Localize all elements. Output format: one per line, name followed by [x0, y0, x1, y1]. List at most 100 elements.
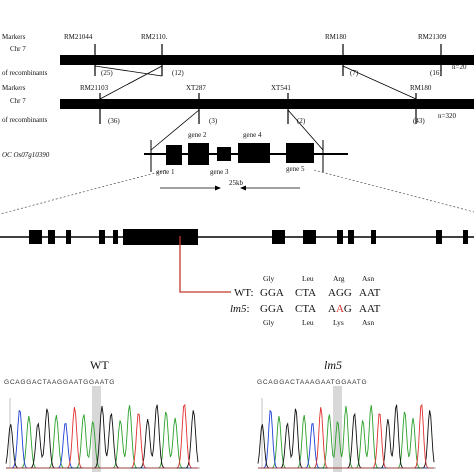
chromatogram-wt: WT GCAGGACTAAGGAATGGAATG	[4, 358, 200, 472]
map2-marker-3: RM180	[410, 84, 432, 92]
map-1: Markers Chr 7 of recombinants RM21044 RM…	[2, 33, 474, 77]
exon-6	[123, 229, 198, 245]
gene-region: OC Os07g10390 gene 1 gene 2 gene 3 gene …	[2, 131, 348, 191]
exon-13	[463, 230, 468, 244]
mut-trace-g	[257, 404, 435, 469]
wt-codon-1: CTA	[295, 287, 316, 299]
map1-marker-2: RM180	[325, 33, 347, 41]
mutated-base: A	[336, 303, 344, 315]
connector-a	[94, 65, 163, 77]
mut-highlight-band	[333, 386, 342, 472]
wt-trace-g	[5, 404, 199, 469]
map1-recomb-2: (7)	[350, 69, 359, 77]
map2-recomb-3: (43)	[413, 117, 425, 125]
wt-highlight-band	[92, 386, 101, 472]
zoom-line-left	[0, 169, 167, 215]
wt-trace-t	[6, 403, 198, 469]
mut-codon-1: CTA	[295, 303, 316, 315]
gene-1-box	[166, 145, 182, 165]
wt-aa-0: Gly	[263, 274, 275, 283]
map2-marker-2: XT541	[271, 84, 291, 92]
mutation-pointer-line	[179, 236, 231, 293]
map1-recomb-0: (25)	[101, 69, 113, 77]
gene-4-label: gene 4	[243, 131, 262, 139]
mut-trace-t	[258, 403, 434, 469]
map1-marker-1: RM2110.	[141, 33, 168, 41]
map2-marker-0: RM21103	[80, 84, 109, 92]
span-arrowhead-left	[240, 185, 246, 191]
zoom-line-right	[313, 169, 474, 213]
exon-10	[348, 230, 354, 244]
map1-markers-label: Markers	[2, 33, 26, 41]
map2-recomb-0: (36)	[108, 117, 120, 125]
wt-trace-a	[6, 405, 198, 469]
map2-recomb-1: (3)	[209, 117, 218, 125]
map1-marker-0: RM21044	[64, 33, 93, 41]
map2-chromosome-bar	[60, 99, 474, 109]
locus-label: OC Os07g10390	[2, 151, 50, 159]
connector-c	[342, 65, 417, 100]
gene-2-box	[188, 143, 209, 165]
chromatogram-mut: lm5 GCAGGACTAAAGAATGGAATG	[257, 358, 436, 472]
mut-codon-2-post: G	[344, 303, 352, 315]
mut-seq-label: lm5:	[230, 303, 250, 315]
map2-recomb-2: (2)	[297, 117, 306, 125]
span-arrowhead-right	[215, 185, 221, 191]
gene-1-label: gene 1	[156, 168, 175, 176]
map1-marker-3: RM21309	[418, 33, 447, 41]
sequence-alignment: Gly Leu Arg Asn WT: GGA CTA AGG AAT lm5:…	[230, 274, 381, 327]
gene-5-box	[286, 143, 314, 163]
connector-b	[99, 65, 163, 100]
span-label: 25kb	[229, 179, 244, 187]
gene-2-label: gene 2	[188, 131, 207, 139]
mut-traces	[257, 403, 435, 469]
map1-recomb-label: of recombinants	[2, 69, 48, 77]
mut-codon-2: AAG	[328, 303, 352, 315]
exon-3	[66, 230, 71, 244]
mut-codon-2-pre: A	[328, 303, 336, 315]
mut-aa-2: Lys	[333, 318, 344, 327]
mut-trace-c	[258, 409, 434, 469]
map1-recomb-1: (12)	[172, 69, 184, 77]
mut-codon-0: GGA	[260, 303, 284, 315]
wt-chromatogram-title: WT	[90, 358, 109, 372]
map2-markers-label: Markers	[2, 84, 26, 92]
wt-codon-2: AGG	[328, 287, 352, 299]
wt-codon-0: GGA	[260, 287, 284, 299]
mut-seq-label-colon: :	[247, 303, 250, 315]
exon-12	[436, 230, 442, 244]
connector-d	[150, 109, 200, 151]
map1-n-count: n=20	[452, 63, 467, 71]
connector-e	[287, 109, 324, 151]
wt-codon-3: AAT	[359, 287, 381, 299]
wt-seq-label: WT:	[234, 287, 254, 299]
mut-seq-label-name: lm5	[230, 303, 247, 315]
exon-11	[371, 230, 376, 244]
mut-trace-a	[258, 405, 434, 469]
mut-codon-3: AAT	[359, 303, 381, 315]
gene-3-box	[217, 147, 231, 161]
exon-4	[99, 230, 105, 244]
map1-chr-label: Chr 7	[10, 45, 26, 53]
mut-aa-1: Leu	[302, 318, 314, 327]
map1-recomb-3: (16)	[430, 69, 442, 77]
map2-recomb-label: of recombinants	[2, 116, 48, 124]
gene-5-label: gene 5	[286, 165, 305, 173]
map1-chromosome-bar	[60, 55, 474, 65]
exon-1	[29, 230, 42, 244]
mut-chromatogram-title: lm5	[324, 358, 342, 372]
exon-9	[337, 230, 343, 244]
wt-traces	[5, 403, 199, 469]
wt-aa-2: Arg	[333, 274, 345, 283]
gene-3-label: gene 3	[210, 168, 229, 176]
mut-aa-0: Gly	[263, 318, 275, 327]
wt-trace-c	[6, 409, 198, 469]
mut-aa-3: Asn	[362, 318, 374, 327]
map2-n-count: n=320	[438, 112, 456, 120]
exon-structure	[0, 229, 474, 245]
mut-base-calls: GCAGGACTAAAGAATGGAATG	[257, 379, 367, 386]
exon-5	[113, 230, 118, 244]
map-2: Markers Chr 7 of recombinants RM21103 XT…	[2, 84, 474, 125]
wt-aa-3: Asn	[362, 274, 374, 283]
